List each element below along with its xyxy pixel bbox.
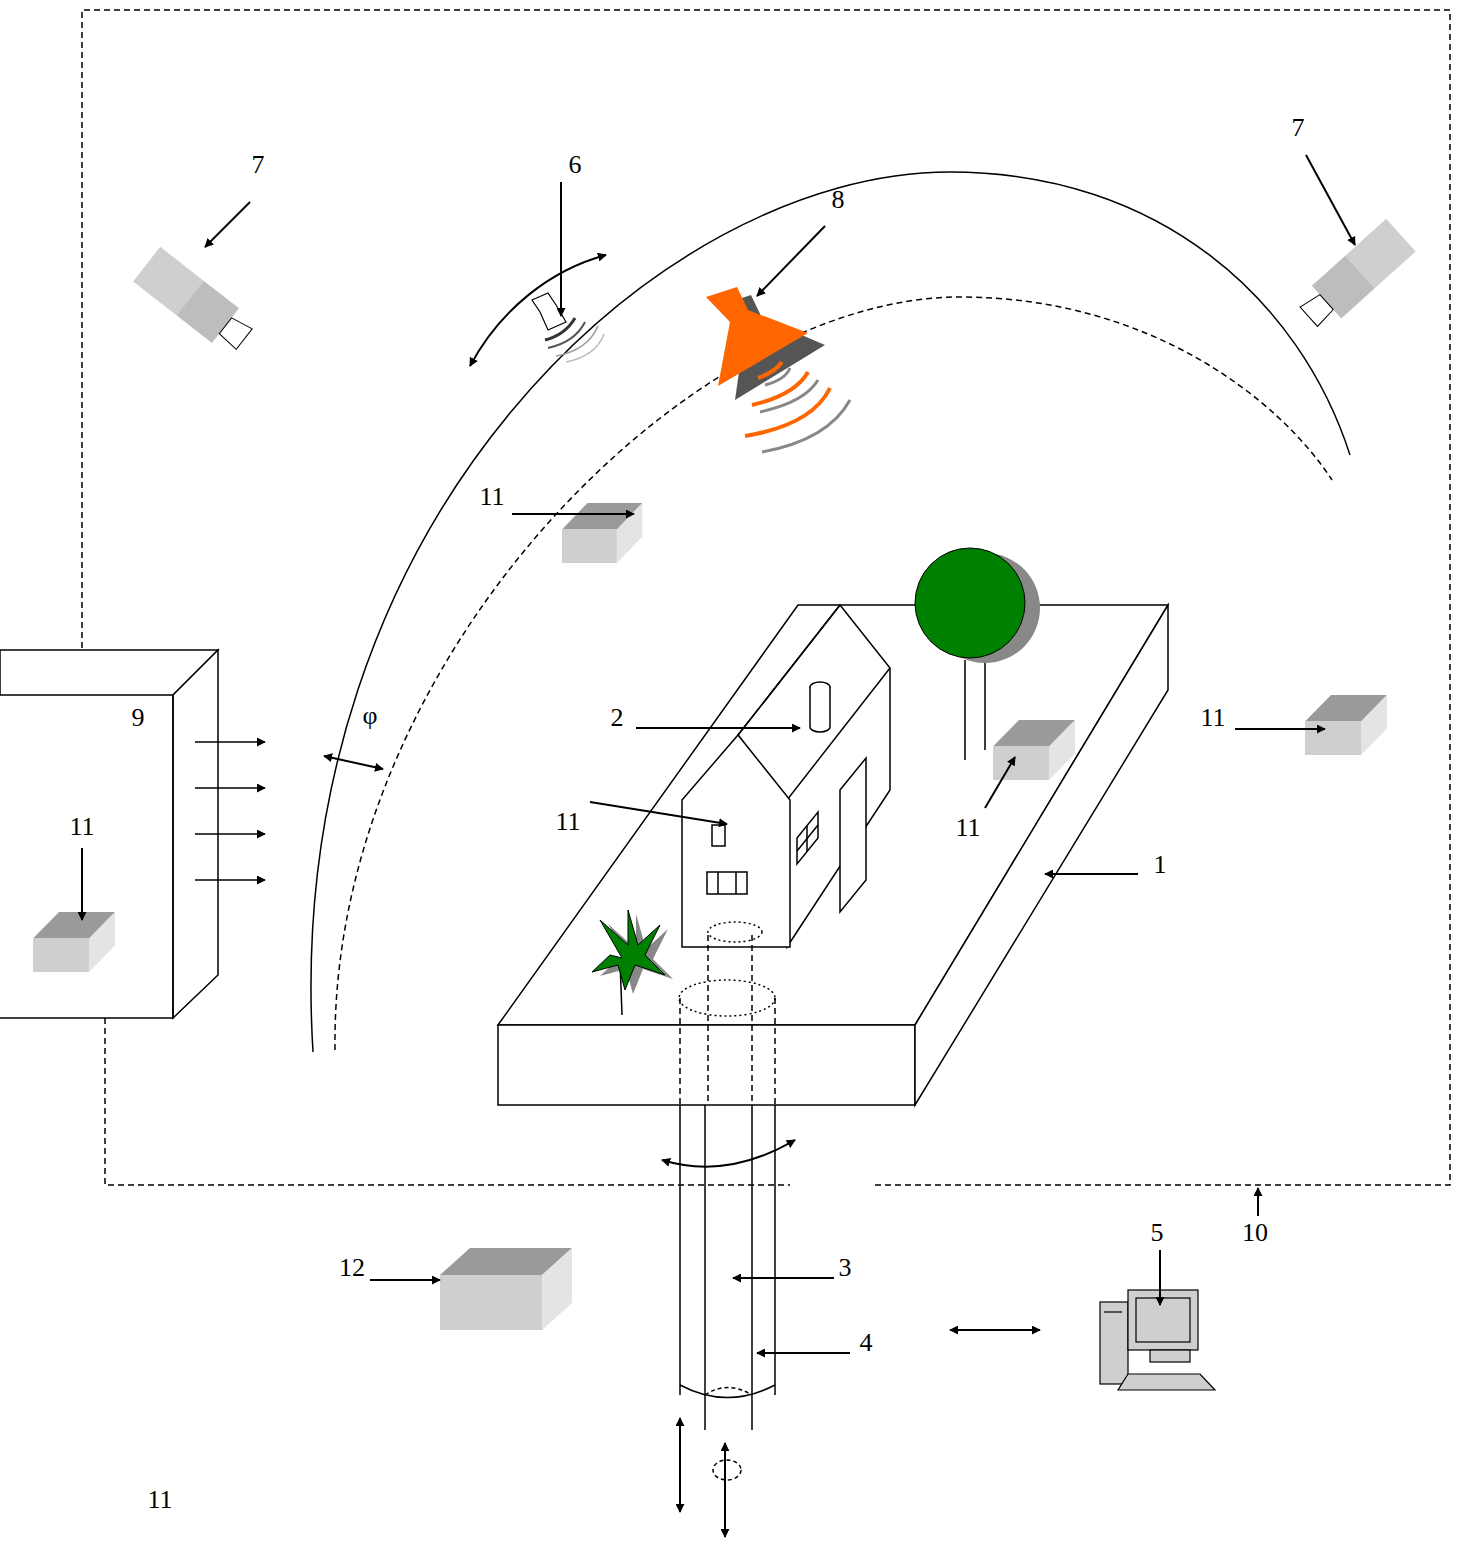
- block-11: [33, 503, 1387, 972]
- angle-arrow: [324, 756, 383, 769]
- callout-number: 1: [1154, 852, 1167, 878]
- callout-number: 11: [1200, 705, 1225, 731]
- callout-number: 11: [555, 809, 580, 835]
- platform: [498, 605, 1168, 1105]
- callout-number: 4: [860, 1330, 873, 1356]
- palm: [592, 910, 673, 1015]
- shaft: [679, 922, 775, 1480]
- callout-number: 11: [147, 1487, 172, 1513]
- track-arc: [311, 172, 1350, 1052]
- unit-box: [0, 650, 218, 1018]
- computer-5: [1100, 1290, 1215, 1390]
- callout-number: 8: [832, 187, 845, 213]
- track-arc: [335, 297, 1332, 1050]
- motion-arrow: [470, 255, 606, 366]
- leader-arrow: [82, 155, 1355, 1353]
- callout-number: 12: [339, 1255, 365, 1281]
- callout-number: 2: [611, 705, 624, 731]
- sensor-6: [532, 293, 604, 362]
- callout-number: 7: [252, 152, 265, 178]
- speaker-8: [706, 287, 850, 452]
- callout-number: 3: [839, 1255, 852, 1281]
- callout-number: 6: [569, 152, 582, 178]
- emission-arrows: [195, 742, 265, 880]
- travel-arrow: [680, 1418, 725, 1537]
- link-arrow: [950, 1329, 1040, 1331]
- callout-number: 11: [955, 815, 980, 841]
- rotation-arrow: [662, 1140, 795, 1167]
- box-12: [440, 1248, 572, 1330]
- callout-number: 11: [69, 814, 94, 840]
- camera-7: [133, 247, 257, 357]
- callout-number: 9: [132, 705, 145, 731]
- callout-number: 7: [1292, 115, 1305, 141]
- camera-7: [1295, 219, 1416, 334]
- angle-label: φ: [362, 703, 377, 729]
- enclosure-line: [82, 10, 1450, 1185]
- house: [682, 605, 890, 947]
- callout-number: 10: [1242, 1220, 1268, 1246]
- callout-number: 11: [479, 484, 504, 510]
- callout-number: 5: [1151, 1220, 1164, 1246]
